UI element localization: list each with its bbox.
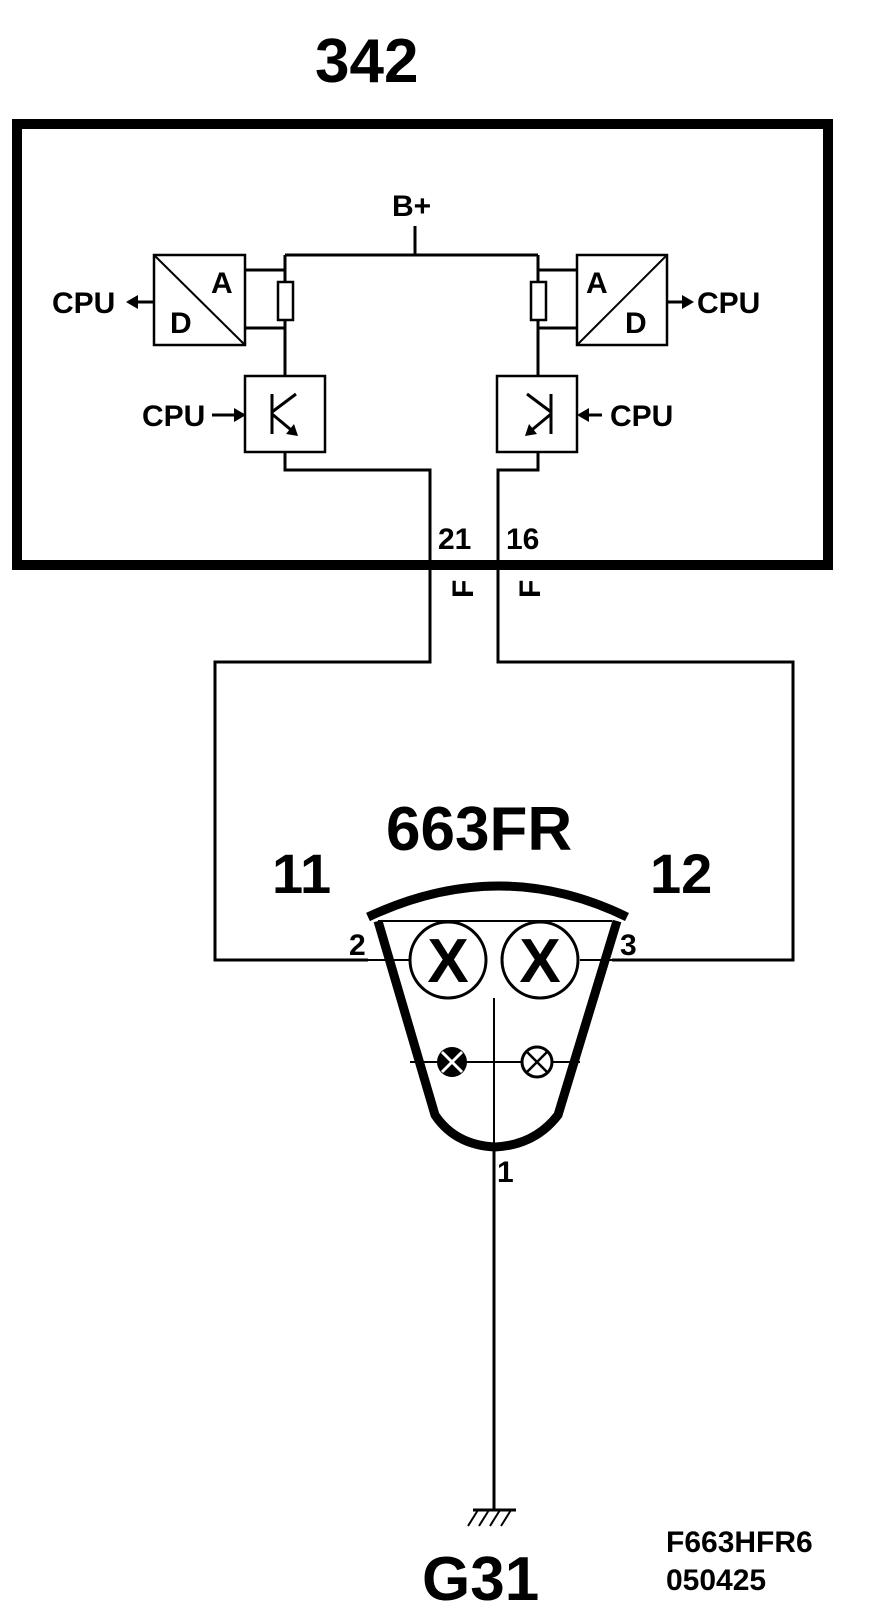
lamp-unit-id-label: 663FR	[386, 795, 572, 864]
bulb-left: X	[408, 920, 488, 1000]
wire-label-right: 12	[650, 842, 712, 905]
module-pin-right: 16	[506, 523, 539, 556]
left-driver-cpu-label: CPU	[142, 400, 205, 433]
left-driver-transistor	[243, 374, 327, 454]
left-sense-branch	[245, 255, 295, 376]
right-driver-cpu-input: CPU	[577, 400, 673, 433]
right-ad-digital-label: D	[625, 307, 647, 340]
supply-label: B+	[392, 190, 431, 223]
right-driver-transistor	[495, 374, 579, 454]
right-sense-branch	[529, 255, 577, 376]
bulb-left-symbol: X	[427, 927, 468, 996]
left-sense-resistor	[276, 280, 295, 322]
indicator-lamp-open-icon	[520, 1045, 554, 1079]
lamp-pin-ground: 1	[497, 1156, 514, 1189]
ground-id-label: G31	[422, 1545, 539, 1614]
right-sense-resistor	[529, 280, 548, 322]
left-ad-cpu-output: CPU	[52, 287, 154, 320]
drawing-code-line2: 050425	[666, 1564, 766, 1597]
right-driver-cpu-label: CPU	[610, 400, 673, 433]
module-id-label: 342	[315, 27, 418, 96]
left-ad-analog-label: A	[211, 267, 233, 300]
bulb-right-symbol: X	[519, 927, 560, 996]
lamp-pin-left: 2	[349, 929, 366, 962]
connector-label-right: F	[514, 580, 547, 598]
connector-label-left: F	[447, 580, 480, 598]
wire-left-circuit	[213, 452, 432, 962]
module-pin-left: 21	[438, 523, 471, 556]
lamp-unit-housing	[366, 881, 629, 1152]
ground-icon	[467, 1508, 516, 1527]
wire-label-left: 11	[272, 842, 331, 905]
drawing-code-line1: F663HFR6	[666, 1526, 813, 1559]
left-ad-converter: A D	[152, 253, 247, 347]
left-driver-cpu-input: CPU	[142, 400, 246, 433]
right-ad-converter: A D	[575, 253, 669, 347]
wire-right-circuit	[496, 452, 795, 962]
module-342-box	[12, 119, 833, 570]
bulb-right: X	[500, 920, 580, 1000]
lamp-pin-right: 3	[620, 929, 637, 962]
right-ad-analog-label: A	[586, 267, 608, 300]
right-ad-cpu-label: CPU	[697, 287, 760, 320]
left-ad-cpu-label: CPU	[52, 287, 115, 320]
left-ad-digital-label: D	[170, 307, 192, 340]
right-ad-cpu-output: CPU	[667, 287, 760, 320]
indicator-lamp-filled-icon	[437, 1047, 467, 1077]
